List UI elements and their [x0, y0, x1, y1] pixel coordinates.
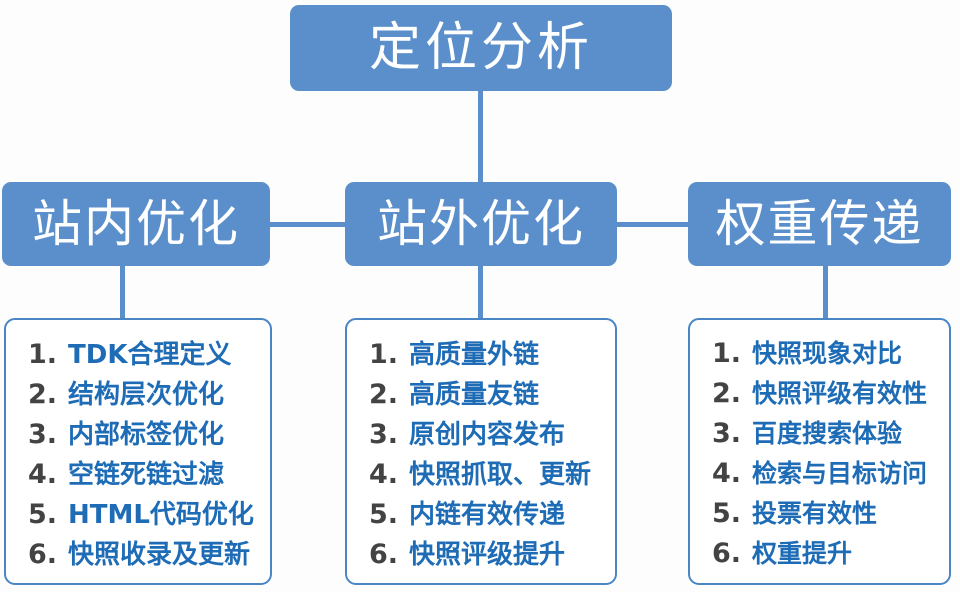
list-item-text: 权重提升: [752, 539, 853, 568]
list-item-number: 2.: [712, 378, 742, 409]
list-item[interactable]: 1. 高质量外链: [347, 334, 615, 374]
node-offsite[interactable]: 站外优化: [345, 182, 617, 266]
list-item-number: 4.: [712, 458, 742, 489]
list-item[interactable]: 1. 快照现象对比: [690, 334, 949, 374]
list-item-number: 4.: [369, 459, 399, 490]
panel-offsite: 1. 高质量外链 2. 高质量友链 3. 原创内容发布 4. 快照抓取、更新 5…: [345, 318, 617, 585]
list-item-text: 快照评级提升: [409, 540, 566, 570]
list-item-text: TDK合理定义: [68, 340, 232, 370]
list-item[interactable]: 5. 内链有效传递: [347, 494, 615, 534]
list-item[interactable]: 6. 快照评级提升: [347, 534, 615, 574]
list-item-number: 4.: [28, 459, 58, 490]
list-item-text: 百度搜索体验: [752, 419, 903, 448]
list-item-text: 内部标签优化: [68, 420, 225, 450]
list-item-text: 高质量外链: [409, 340, 540, 370]
list-item-text: 高质量友链: [409, 380, 540, 410]
list-item[interactable]: 3. 内部标签优化: [6, 414, 270, 454]
list-item[interactable]: 4. 检索与目标访问: [690, 454, 949, 494]
list-item[interactable]: 4. 快照抓取、更新: [347, 454, 615, 494]
list-item[interactable]: 6. 快照收录及更新: [6, 534, 270, 574]
list-item-number: 5.: [369, 499, 399, 530]
list-item[interactable]: 3. 百度搜索体验: [690, 414, 949, 454]
list-item-number: 1.: [28, 339, 58, 370]
node-root[interactable]: 定位分析: [290, 5, 672, 91]
list-item[interactable]: 6. 权重提升: [690, 534, 949, 574]
list-item-number: 3.: [712, 418, 742, 449]
list-item-number: 2.: [369, 379, 399, 410]
connector-weight-to-panel: [823, 264, 828, 322]
list-item[interactable]: 5. 投票有效性: [690, 494, 949, 534]
node-offsite-label: 站外优化: [377, 195, 585, 253]
list-item-number: 2.: [28, 379, 58, 410]
node-weight[interactable]: 权重传递: [688, 182, 951, 266]
list-item-number: 3.: [369, 419, 399, 450]
list-item-text: HTML代码优化: [68, 500, 254, 530]
list-item-number: 1.: [369, 339, 399, 370]
list-item-text: 原创内容发布: [409, 420, 566, 450]
node-root-label: 定位分析: [368, 18, 593, 78]
list-item-number: 5.: [28, 499, 58, 530]
list-item[interactable]: 5. HTML代码优化: [6, 494, 270, 534]
list-item-text: 快照抓取、更新: [409, 460, 592, 490]
list-item[interactable]: 3. 原创内容发布: [347, 414, 615, 454]
list-item-number: 6.: [369, 539, 399, 570]
list-item-number: 6.: [28, 539, 58, 570]
list-item[interactable]: 4. 空链死链过滤: [6, 454, 270, 494]
list-item[interactable]: 1. TDK合理定义: [6, 334, 270, 374]
list-offsite: 1. 高质量外链 2. 高质量友链 3. 原创内容发布 4. 快照抓取、更新 5…: [347, 334, 615, 574]
connector-onsite-to-panel: [120, 264, 125, 322]
node-weight-label: 权重传递: [715, 195, 924, 253]
list-item-text: 空链死链过滤: [68, 460, 225, 490]
panel-weight: 1. 快照现象对比 2. 快照评级有效性 3. 百度搜索体验 4. 检索与目标访…: [688, 318, 951, 585]
connector-offsite-to-panel: [478, 264, 483, 322]
list-item[interactable]: 2. 快照评级有效性: [690, 374, 949, 414]
list-item-text: 投票有效性: [752, 499, 878, 528]
list-item-number: 6.: [712, 538, 742, 569]
connector-root-to-offsite: [478, 86, 483, 186]
list-item-text: 快照评级有效性: [752, 379, 928, 408]
list-item[interactable]: 2. 高质量友链: [347, 374, 615, 414]
list-weight: 1. 快照现象对比 2. 快照评级有效性 3. 百度搜索体验 4. 检索与目标访…: [690, 334, 949, 574]
list-item-text: 快照收录及更新: [68, 540, 251, 570]
list-item-text: 快照现象对比: [752, 339, 903, 368]
list-item-number: 1.: [712, 338, 742, 369]
list-onsite: 1. TDK合理定义 2. 结构层次优化 3. 内部标签优化 4. 空链死链过滤…: [6, 334, 270, 574]
node-onsite[interactable]: 站内优化: [2, 182, 270, 266]
connector-offsite-to-weight: [613, 222, 693, 227]
connector-onsite-to-offsite: [265, 222, 350, 227]
list-item-text: 结构层次优化: [68, 380, 225, 410]
node-onsite-label: 站内优化: [32, 195, 240, 253]
list-item-number: 5.: [712, 498, 742, 529]
panel-onsite: 1. TDK合理定义 2. 结构层次优化 3. 内部标签优化 4. 空链死链过滤…: [4, 318, 272, 585]
list-item-text: 内链有效传递: [409, 500, 566, 530]
list-item-number: 3.: [28, 419, 58, 450]
list-item-text: 检索与目标访问: [752, 459, 928, 488]
list-item[interactable]: 2. 结构层次优化: [6, 374, 270, 414]
